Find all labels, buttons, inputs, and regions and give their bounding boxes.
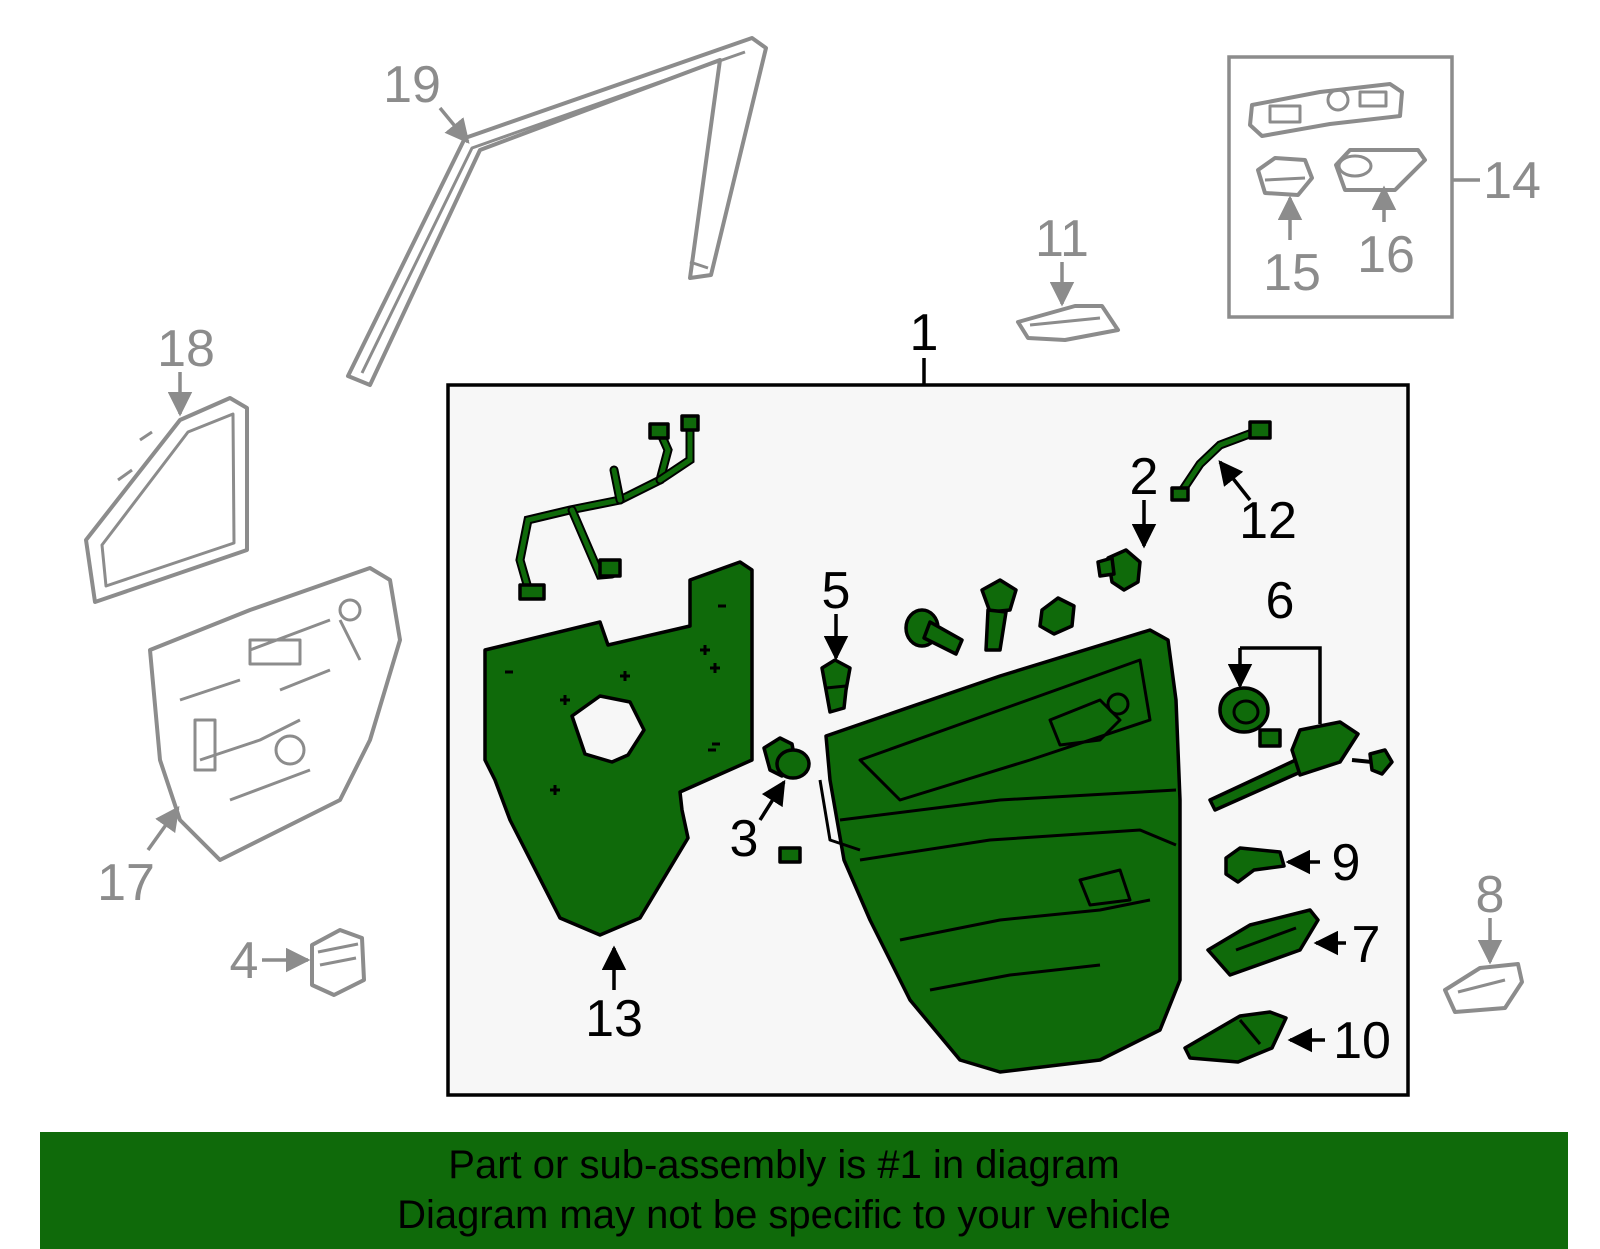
callout-12: 12	[1239, 492, 1297, 550]
callout-17-leader	[146, 806, 180, 852]
banner-line-1: Part or sub-assembly is #1 in diagram	[448, 1143, 1120, 1187]
callout-9: 9	[1332, 834, 1361, 892]
part-19-window-channel[interactable]	[346, 36, 768, 387]
callout-11: 11	[1035, 210, 1089, 268]
disclaimer-banner: Part or sub-assembly is #1 in diagram Di…	[40, 1132, 1568, 1249]
part-5-clip[interactable]	[820, 658, 852, 714]
part-7-handle-bezel[interactable]	[1206, 908, 1320, 977]
part-10-pull-cup[interactable]	[1183, 1010, 1288, 1064]
callout-14: 14	[1483, 152, 1541, 210]
callout-2: 2	[1130, 448, 1159, 506]
part-14-switch-assembly[interactable]	[1248, 82, 1404, 138]
callout-3-leader	[758, 779, 786, 821]
callout-19: 19	[383, 56, 441, 114]
callout-18: 18	[157, 320, 215, 378]
part-15-switch[interactable]	[1256, 156, 1314, 197]
part-17-module-carrier[interactable]	[148, 566, 402, 862]
callout-4: 4	[230, 932, 259, 990]
part-wiring-harness[interactable]	[515, 414, 700, 601]
callout-10: 10	[1333, 1012, 1391, 1070]
callout-15: 15	[1263, 244, 1321, 302]
callout-6: 6	[1266, 572, 1295, 630]
callout-17: 17	[97, 854, 155, 912]
part-screws-bolts[interactable]	[904, 548, 1142, 656]
part-9-clip[interactable]	[1224, 846, 1286, 884]
callout-1: 1	[910, 304, 939, 362]
callout-13: 13	[585, 990, 643, 1048]
callout-12-leader	[1218, 460, 1252, 502]
callout-19-leader	[438, 106, 470, 144]
callout-16: 16	[1357, 226, 1415, 284]
part-6-speaker-trim[interactable]	[1208, 686, 1394, 812]
part-13-water-deflector[interactable]	[483, 560, 754, 937]
part-3-fastener[interactable]	[762, 736, 811, 864]
part-16-switch[interactable]	[1334, 148, 1427, 192]
part-18-weatherstrip[interactable]	[84, 396, 249, 604]
callout-5: 5	[822, 562, 851, 620]
part-1-door-trim-panel[interactable]	[818, 628, 1182, 1074]
callout-6-leader	[1240, 646, 1322, 724]
part-8-trim[interactable]	[1443, 962, 1524, 1014]
callout-7: 7	[1352, 916, 1381, 974]
callout-8: 8	[1476, 866, 1505, 924]
callout-3: 3	[730, 810, 759, 868]
part-11-cover[interactable]	[1016, 304, 1120, 342]
part-4-bracket[interactable]	[310, 928, 366, 997]
banner-line-2: Diagram may not be specific to your vehi…	[397, 1193, 1171, 1237]
part-12-cable[interactable]	[1170, 420, 1272, 502]
